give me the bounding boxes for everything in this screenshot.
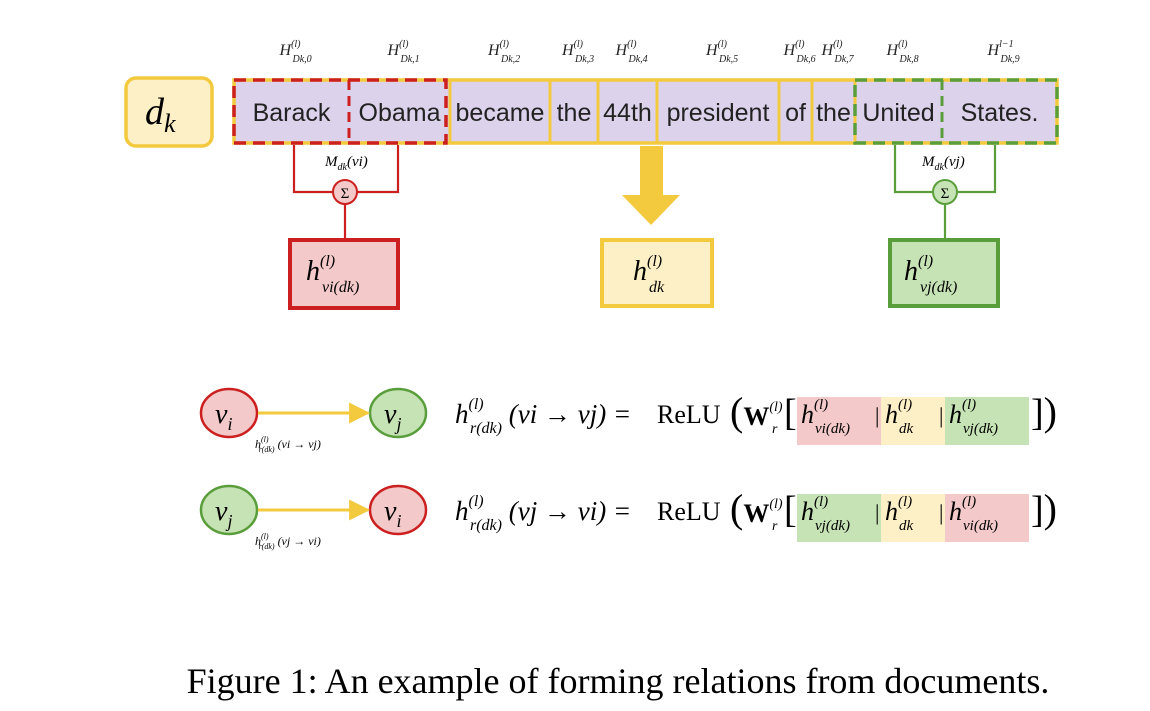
token-word: became: [456, 99, 545, 127]
concat-operator: ||: [939, 500, 948, 525]
node-vi-label: vi: [215, 399, 232, 434]
sum-symbol-right: Σ: [941, 186, 950, 202]
node-vj: [199, 484, 259, 536]
mention-aggregation-left: Mdk(vi) Σ: [292, 145, 400, 240]
node-vj-label: vj: [384, 399, 401, 434]
weight-matrix: (W(l)r[: [730, 389, 797, 437]
closing-brackets: ]): [1031, 486, 1057, 531]
token-word: of: [785, 99, 806, 127]
sum-node-left: [332, 179, 358, 205]
token-state-label: H(l)Dk,4: [615, 39, 648, 65]
concat-segment: [945, 397, 1029, 445]
token-word: the: [816, 99, 851, 127]
token-state-label: H(l)Dk,2: [487, 39, 520, 65]
relation-rows: vi vj h(l)r(dk) (vi → vj) h(l)r(dk) (vi → v…: [199, 387, 1057, 551]
token-state-label: H(l)Dk,7: [821, 39, 855, 65]
mention-label-left: Mdk(vi): [324, 154, 368, 173]
entity-box-vi-text: h(l)vi(dk): [306, 253, 359, 296]
document-box: h(l)dk: [600, 238, 714, 308]
token-state-label: H(l)Dk,5: [705, 39, 738, 65]
concat-segment: [797, 397, 881, 445]
document-label-text: dk: [145, 91, 176, 138]
concat-operator: ||: [875, 500, 884, 525]
relation-row: vi vj h(l)r(dk) (vi → vj) h(l)r(dk) (vi → v…: [199, 387, 1057, 454]
equation-lhs: h(l)r(dk) (vi → vj) =: [455, 396, 631, 437]
sum-node-right: [932, 179, 958, 205]
mention-label-right: Mdk(vj): [921, 154, 965, 173]
node-vi-label: vi: [384, 496, 401, 531]
token-word: United: [862, 99, 934, 127]
concat-segment: [881, 397, 945, 445]
relu-label: ReLU: [657, 497, 721, 526]
mention-aggregation-right: Mdk(vj) Σ: [893, 145, 997, 240]
entity-box-vj-text: h(l)vj(dk): [904, 253, 957, 296]
figure-caption: Figure 1: An example of forming relation…: [187, 661, 1050, 701]
token-state-label: H(l)Dk,6: [783, 39, 816, 65]
concat-term: h(l)vi(dk): [801, 397, 850, 437]
token-state-label: H(l)Dk,3: [561, 39, 594, 65]
entity-box-vi: h(l)vi(dk): [288, 238, 400, 310]
mention-frame-vj: [853, 78, 1059, 145]
closing-brackets: ]): [1031, 389, 1057, 434]
token-state-label: H(l)Dk,8: [886, 39, 919, 65]
concat-term: h(l)vj(dk): [949, 397, 998, 437]
token-word: president: [667, 99, 770, 127]
edge-label: h(l)r(dk) (vi → vj): [255, 435, 321, 454]
concat-term: h(l)vj(dk): [801, 494, 850, 534]
concat-term: h(l)vi(dk): [949, 494, 998, 534]
document-pooling-arrow: [622, 146, 680, 225]
document-box-text: h(l)dk: [633, 253, 665, 296]
token-word: 44th: [603, 99, 652, 127]
concat-segment: [881, 494, 945, 542]
token-word: the: [557, 99, 592, 127]
relation-row: vj vi h(l)r(dk) (vj → vi) h(l)r(dk) (vj → v…: [199, 484, 1057, 551]
token-state-label: H(l)Dk,0: [279, 39, 312, 65]
concat-operator: ||: [939, 403, 948, 428]
token-word: States.: [961, 99, 1039, 127]
equation-lhs: h(l)r(dk) (vj → vi) =: [455, 493, 631, 534]
token-state-label: H(l)Dk,1: [387, 39, 420, 65]
sum-symbol-left: Σ: [341, 186, 350, 202]
mention-frame-vi: [232, 78, 448, 145]
document-label: dk: [124, 76, 214, 148]
entity-box-vj: h(l)vj(dk): [888, 238, 1000, 308]
token-word: Barack: [253, 99, 331, 127]
concat-term: h(l)dk: [885, 494, 914, 534]
concat-term: h(l)dk: [885, 397, 914, 437]
concat-operator: ||: [875, 403, 884, 428]
node-vi: [199, 387, 259, 439]
relu-label: ReLU: [657, 400, 721, 429]
concat-segment: [945, 494, 1029, 542]
node-vj-label: vj: [215, 496, 232, 531]
weight-matrix: (W(l)r[: [730, 486, 797, 534]
edge-label: h(l)r(dk) (vj → vi): [255, 532, 321, 551]
concat-segment: [797, 494, 881, 542]
token-word: Obama: [359, 99, 441, 127]
